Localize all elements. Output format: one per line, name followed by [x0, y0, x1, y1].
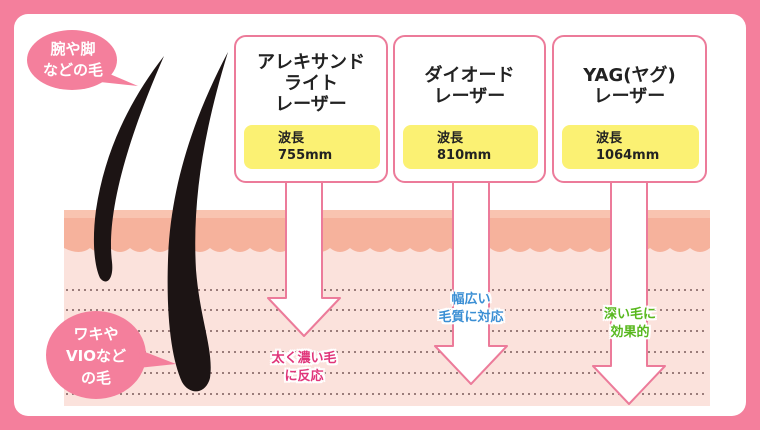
laser-name-line-1: アレキサンド — [257, 52, 365, 73]
laser-name-line-2: レーザー — [433, 86, 506, 107]
effect-line-1: 深い毛に — [603, 307, 656, 322]
laser-name-line-2: レーザー — [593, 86, 666, 107]
effect-line-2: 効果的 — [610, 325, 650, 340]
wavelength-box: 波長 810mm — [403, 125, 538, 169]
laser-name-line-1: YAG(ヤグ) — [583, 65, 676, 86]
bubble-bottom-line-1: ワキや — [73, 325, 119, 343]
wavelength-label: 波長 — [278, 131, 305, 146]
effect-yag: 深い毛に 効果的 — [572, 306, 688, 342]
effect-line-2: 毛質に対応 — [438, 310, 504, 325]
effect-alexandrite: 太く濃い毛 に反応 — [246, 350, 362, 386]
effect-line-2: に反応 — [284, 369, 324, 384]
effect-line-1: 幅広い — [451, 292, 491, 307]
wavelength-label: 波長 — [596, 131, 623, 146]
laser-card-yag: YAG(ヤグ) レーザー 波長 1064mm — [552, 35, 707, 183]
bubble-bottom-line-3: の毛 — [80, 369, 111, 387]
bubble-top-line-1: 腕や脚 — [50, 40, 96, 58]
laser-name-line-3: レーザー — [275, 94, 347, 115]
bubble-bottom-line-2: VIOなど — [66, 347, 126, 365]
laser-card-diode: ダイオード レーザー 波長 810mm — [393, 35, 546, 183]
bubble-bottom: ワキや VIOなど の毛 — [50, 323, 142, 389]
wavelength-value: 810mm — [437, 148, 492, 163]
laser-name: アレキサンド ライト レーザー — [236, 52, 386, 115]
laser-name: YAG(ヤグ) レーザー — [554, 65, 705, 107]
laser-name-line-2: ライト — [284, 73, 338, 94]
bubble-top-line-2: などの毛 — [42, 61, 103, 79]
laser-card-alexandrite: アレキサンド ライト レーザー 波長 755mm — [234, 35, 388, 183]
wavelength-value: 1064mm — [596, 148, 660, 163]
effect-line-1: 太く濃い毛 — [271, 351, 337, 366]
wavelength-box: 波長 1064mm — [562, 125, 699, 169]
wavelength-label: 波長 — [437, 131, 464, 146]
bubble-top: 腕や脚 などの毛 — [37, 39, 109, 81]
laser-name-line-1: ダイオード — [424, 65, 515, 86]
wavelength-box: 波長 755mm — [244, 125, 380, 169]
laser-name: ダイオード レーザー — [395, 65, 544, 107]
wavelength-value: 755mm — [278, 148, 333, 163]
effect-diode: 幅広い 毛質に対応 — [412, 291, 530, 327]
